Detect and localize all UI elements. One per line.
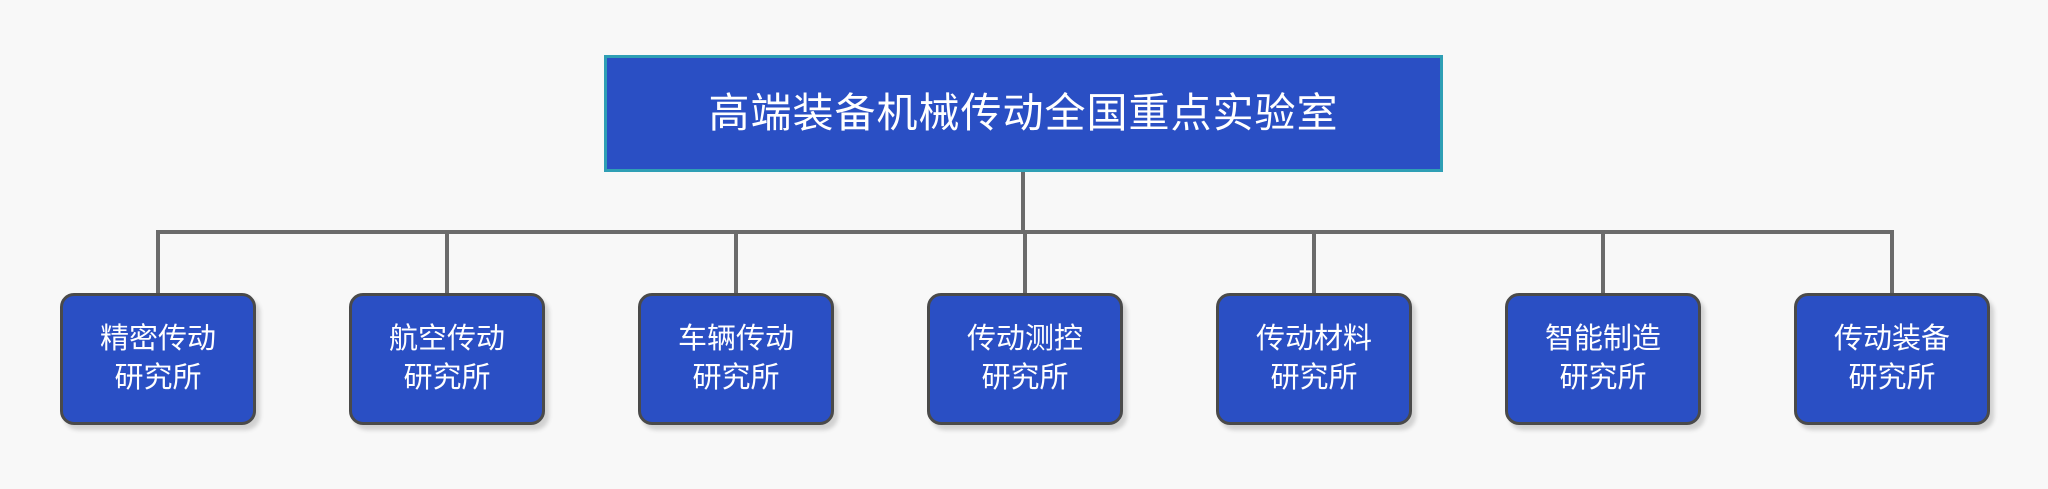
leaf-node-4[interactable]: 传动测控 研究所 <box>927 293 1123 425</box>
connector-drop-6 <box>1601 230 1605 293</box>
connector-drop-2 <box>445 230 449 293</box>
connector-drop-4 <box>1023 230 1027 293</box>
leaf-node-label-line1: 智能制造 <box>1544 322 1661 355</box>
root-node-label: 高端装备机械传动全国重点实验室 <box>708 89 1339 136</box>
leaf-node-5[interactable]: 传动材料 研究所 <box>1216 293 1412 425</box>
leaf-node-1[interactable]: 精密传动 研究所 <box>60 293 256 425</box>
leaf-node-2[interactable]: 航空传动 研究所 <box>349 293 545 425</box>
leaf-node-label-line2: 研究所 <box>1559 362 1647 394</box>
leaf-node-label-line2: 研究所 <box>981 362 1069 394</box>
leaf-node-label-line2: 研究所 <box>1848 362 1936 394</box>
leaf-node-6[interactable]: 智能制造 研究所 <box>1505 293 1701 425</box>
leaf-node-7[interactable]: 传动装备 研究所 <box>1794 293 1990 425</box>
connector-drop-3 <box>734 230 738 293</box>
leaf-node-label-line1: 车辆传动 <box>677 322 794 355</box>
leaf-node-label-line2: 研究所 <box>1270 362 1358 394</box>
connector-trunk-vertical <box>1021 172 1025 232</box>
connector-drop-1 <box>156 230 160 293</box>
leaf-node-label-line1: 航空传动 <box>388 322 505 355</box>
leaf-node-label-line1: 传动测控 <box>966 322 1083 355</box>
leaf-node-3[interactable]: 车辆传动 研究所 <box>638 293 834 425</box>
leaf-node-label-line1: 传动装备 <box>1833 322 1950 355</box>
leaf-node-label-line1: 精密传动 <box>99 322 216 355</box>
connector-drop-5 <box>1312 230 1316 293</box>
leaf-node-label-line2: 研究所 <box>403 362 491 394</box>
leaf-node-label-line2: 研究所 <box>692 362 780 394</box>
connector-drop-7 <box>1890 230 1894 293</box>
leaf-node-label-line1: 传动材料 <box>1255 322 1372 355</box>
leaf-node-label-line2: 研究所 <box>114 362 202 394</box>
root-node-lab[interactable]: 高端装备机械传动全国重点实验室 <box>604 55 1443 172</box>
